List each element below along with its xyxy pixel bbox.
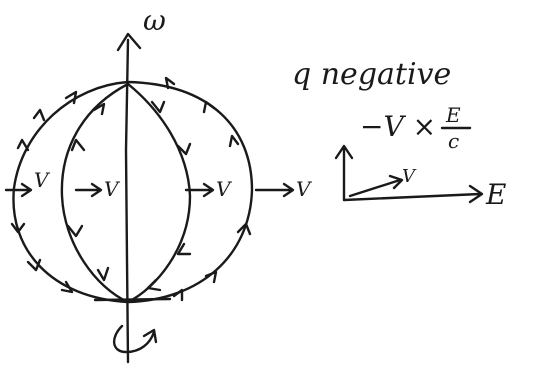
middle-arrowhead [150, 100, 166, 114]
bottom-base-line [93, 297, 172, 302]
outer-arrowhead [10, 222, 26, 234]
velocity-vector [348, 174, 404, 198]
velocity-arrow-label: V [104, 177, 121, 201]
formula-sign-and-v: −V × [360, 110, 436, 143]
outer-arrowhead [16, 138, 30, 152]
middle-arrowhead [92, 102, 106, 116]
e-field-label: E [485, 178, 506, 211]
velocity-arrow [254, 182, 295, 198]
middle-arrowhead [96, 266, 110, 282]
vector-sketch: E V [334, 144, 506, 211]
velocity-arrow-label: V [296, 177, 313, 201]
velocity-arrow-label: V [34, 168, 51, 192]
outer-arrowhead [32, 108, 46, 122]
velocity-arrow [184, 182, 215, 198]
outer-arrowhead [202, 100, 216, 114]
e-field-axis [342, 184, 484, 204]
middle-loop-arrowheads [66, 100, 192, 292]
velocity-vector-label: V [402, 166, 417, 187]
velocity-arrows: V V V V [4, 168, 313, 201]
rotation-axis-arrowhead [116, 32, 142, 52]
outer-arrowhead [26, 258, 42, 272]
rotation-curl-arrow [113, 324, 156, 354]
force-direction-arrow [334, 144, 354, 202]
charge-sign-caption: q negative [292, 57, 451, 92]
middle-field-loop-right [126, 82, 192, 304]
rotation-curl-arrowhead [142, 328, 158, 344]
outer-arrowhead [64, 90, 78, 105]
formula-numerator: E [445, 103, 461, 127]
middle-arrowhead [66, 224, 84, 238]
omega-label: ω [143, 4, 166, 37]
middle-arrowhead [176, 242, 192, 256]
velocity-arrow-label: V [216, 177, 233, 201]
outer-arrowhead [172, 288, 184, 302]
outer-loop-arrowheads [10, 76, 252, 302]
middle-arrowhead [176, 142, 192, 156]
outer-arrowhead [228, 134, 240, 148]
middle-arrowhead [70, 138, 86, 152]
rotation-axis [124, 38, 130, 364]
outer-arrowhead [236, 222, 252, 236]
velocity-arrow [74, 182, 103, 198]
velocity-arrow [4, 182, 33, 198]
force-formula: −V × E c [360, 103, 472, 153]
outer-arrowhead [204, 270, 218, 284]
outer-arrowhead [164, 76, 176, 90]
formula-denominator: c [448, 129, 459, 153]
middle-arrowhead [146, 278, 162, 292]
outer-arrowhead [60, 280, 74, 294]
